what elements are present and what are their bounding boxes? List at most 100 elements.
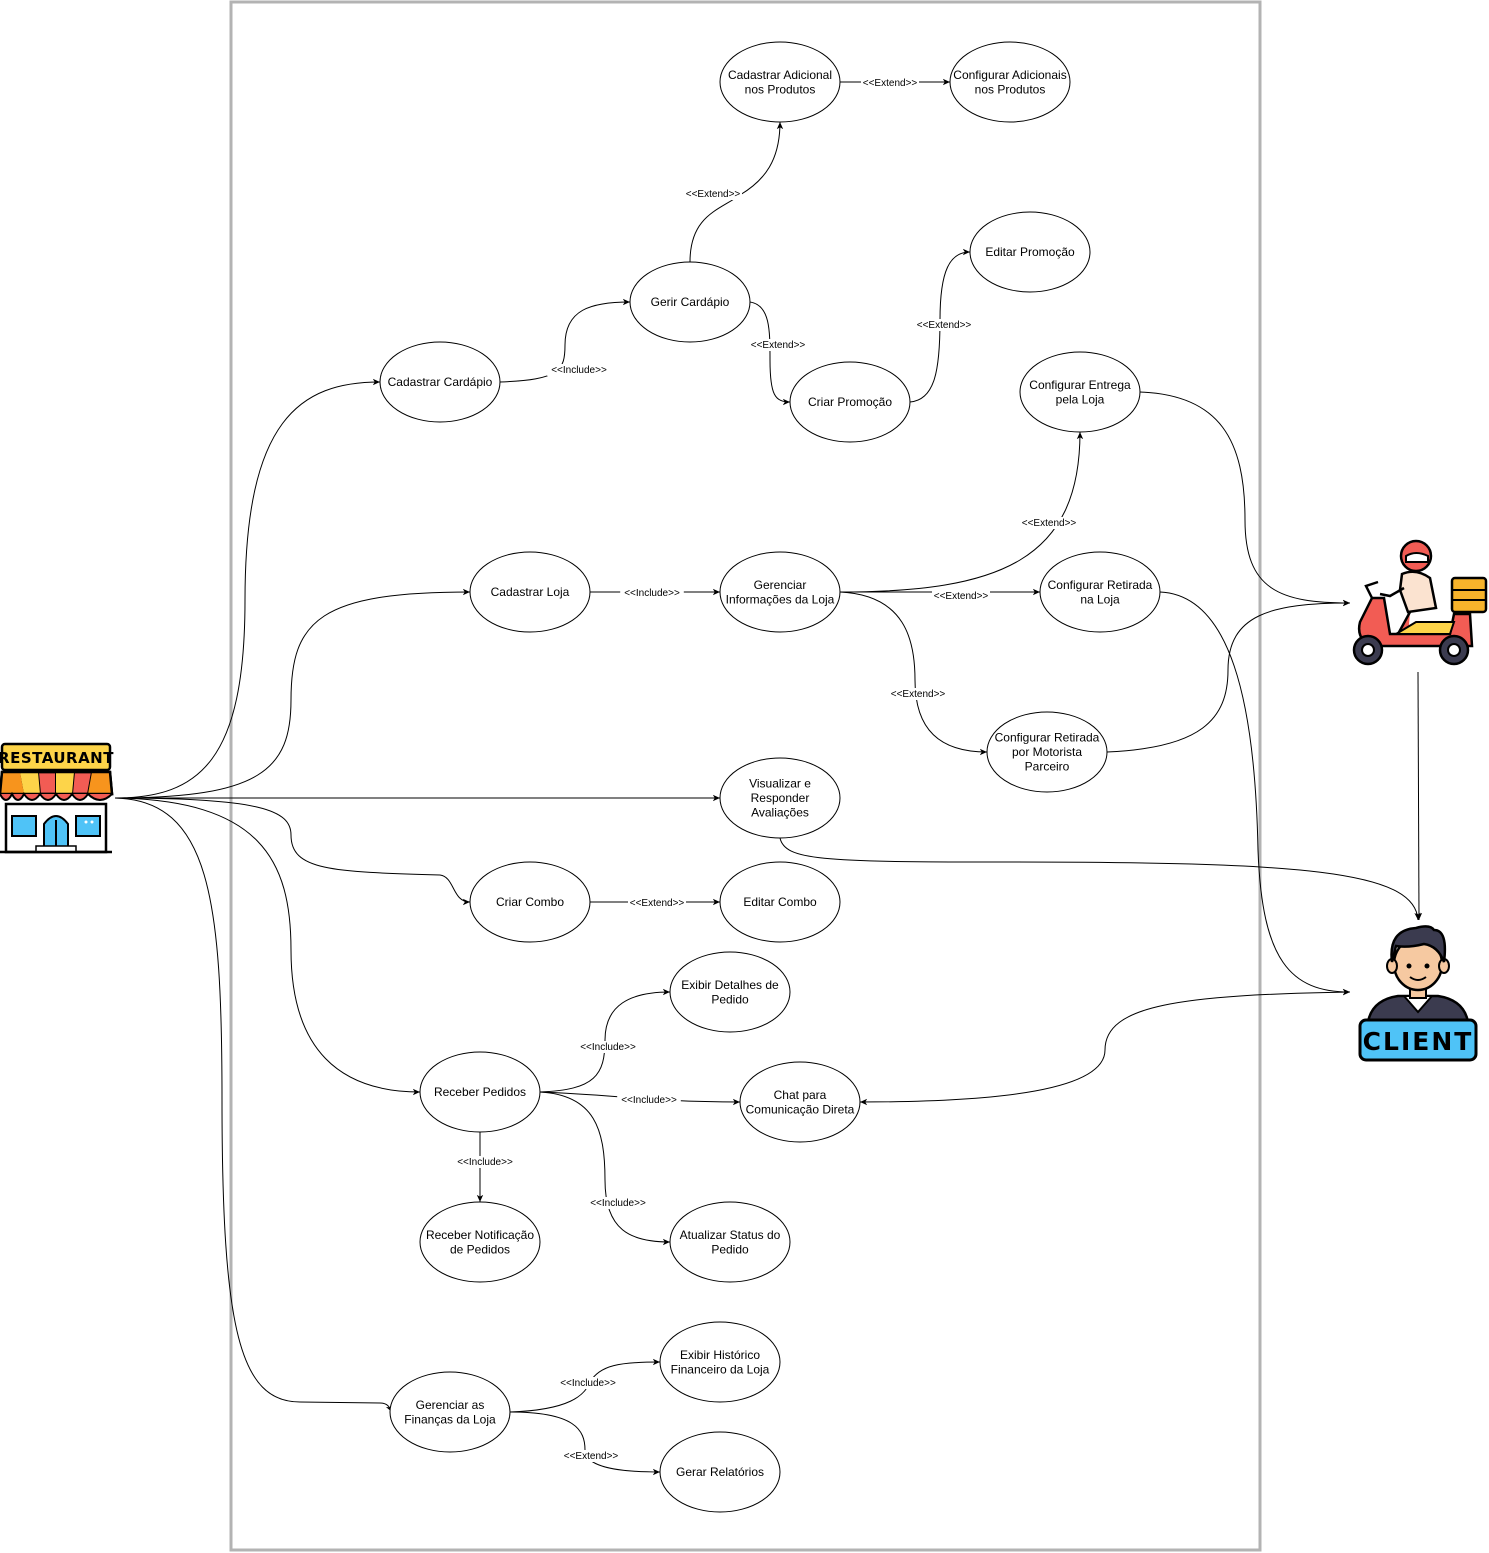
use-case-cad-cardapio[interactable]: Cadastrar Cardápio <box>379 341 501 423</box>
edge-label-extend: <<Extend>> <box>562 1450 620 1462</box>
use-case-ellipse <box>739 1061 861 1143</box>
edge-label-background <box>932 590 990 602</box>
use-case-label: Avaliações <box>751 806 809 820</box>
edge-label-text: <<Extend>> <box>863 78 918 89</box>
use-case-label: Comunicação Direta <box>746 1102 855 1116</box>
use-case-label: Gerenciar as <box>416 1398 485 1412</box>
edge-label-background <box>628 897 686 909</box>
edge-label-text: <<Extend>> <box>751 340 806 351</box>
edge-label-include: <<Include>> <box>620 587 684 599</box>
edge-label-text: <<Include>> <box>590 1198 646 1209</box>
use-case-ellipse <box>719 861 841 943</box>
use-case-label: Exibir Histórico <box>680 1348 760 1362</box>
edge-label-text: <<Include>> <box>457 1157 513 1168</box>
edge-label-text: <<Extend>> <box>891 689 946 700</box>
use-case-ellipse <box>659 1321 781 1403</box>
use-case-label: Receber Notificação <box>426 1228 534 1242</box>
edge-label-include: <<Include>> <box>586 1197 650 1209</box>
use-case-ellipse <box>629 261 751 343</box>
use-case-label: Parceiro <box>1025 760 1070 774</box>
use-case-label: Editar Combo <box>743 895 817 909</box>
use-case-label: Criar Combo <box>496 895 564 909</box>
edge-label-text: <<Extend>> <box>630 898 685 909</box>
edge-label-background <box>547 364 611 376</box>
restaurant-icon <box>0 742 114 854</box>
edge-label-background <box>556 1377 620 1389</box>
edge-label-text: <<Extend>> <box>564 1451 619 1462</box>
use-case-label: Atualizar Status do <box>680 1228 781 1242</box>
use-case-ellipse <box>669 1201 791 1283</box>
edge-label-text: <<Include>> <box>580 1042 636 1053</box>
use-case-ellipse <box>419 1051 541 1133</box>
edge-restaurant-criar-combo <box>114 797 471 906</box>
use-case-ellipse <box>389 1371 511 1453</box>
edge-restaurant-gerenciar-financas <box>114 797 393 1413</box>
edge-label-text: <<Extend>> <box>934 591 989 602</box>
use-case-gerir-cardapio[interactable]: Gerir Cardápio <box>629 261 751 343</box>
use-case-label: Pedido <box>711 1242 749 1256</box>
use-case-ellipse <box>719 41 841 123</box>
edge-label-extend: <<Extend>> <box>749 339 807 351</box>
use-case-editar-combo[interactable]: Editar Combo <box>719 861 841 943</box>
client-icon <box>1358 925 1478 1062</box>
edge-label-background <box>889 688 947 700</box>
use-case-label: Visualizar e <box>749 777 811 791</box>
client-actor[interactable]: CLIENT <box>1358 925 1478 1062</box>
edge-label-include: <<Include>> <box>576 1041 640 1053</box>
use-case-label: Editar Promoção <box>985 245 1075 259</box>
edge-label-background <box>562 1450 620 1462</box>
use-case-editar-promocao[interactable]: Editar Promoção <box>969 211 1091 293</box>
edge-label-text: <<Include>> <box>624 588 680 599</box>
use-case-label: Gerir Cardápio <box>651 295 730 309</box>
use-case-ellipse <box>1019 351 1141 433</box>
edge-pedidos-atualizar-status <box>539 1091 671 1246</box>
edge-client-chat <box>859 988 1351 1106</box>
edge-financas-relatorios <box>509 1411 661 1476</box>
use-case-label: Cadastrar Loja <box>491 585 570 599</box>
edge-delivery-client <box>1415 671 1423 921</box>
use-case-ellipse <box>419 1201 541 1283</box>
use-case-criar-promocao[interactable]: Criar Promoção <box>789 361 911 443</box>
use-case-label: Finanças da Loja <box>404 1412 496 1426</box>
use-case-ellipse <box>469 551 591 633</box>
use-case-ellipse <box>969 211 1091 293</box>
use-case-label: Configurar Retirada <box>995 731 1100 745</box>
use-case-criar-combo[interactable]: Criar Combo <box>469 861 591 943</box>
edge-restaurant-receber-pedidos <box>114 797 421 1096</box>
edge-retirada-client <box>1159 591 1351 996</box>
use-case-gerar-relatorios[interactable]: Gerar Relatórios <box>659 1431 781 1513</box>
use-case-cad-loja[interactable]: Cadastrar Loja <box>469 551 591 633</box>
edge-info-configurar-entrega <box>839 431 1084 593</box>
use-case-ellipse <box>719 551 841 633</box>
edge-info-configurar-motorista <box>839 591 988 756</box>
edge-gerir-criar-promocao <box>749 301 791 406</box>
edge-label-background <box>1020 517 1078 529</box>
edge-label-text: <<Extend>> <box>686 189 741 200</box>
use-case-label: Configurar Entrega <box>1029 378 1131 392</box>
use-case-receber-pedidos[interactable]: Receber Pedidos <box>419 1051 541 1133</box>
edge-label-background <box>586 1197 650 1209</box>
edge-label-extend: <<Extend>> <box>684 188 742 200</box>
edge-label-text: <<Extend>> <box>917 320 972 331</box>
delivery-actor[interactable] <box>1352 539 1488 666</box>
edge-label-extend: <<Extend>> <box>915 319 973 331</box>
use-case-label: Receber Pedidos <box>434 1085 526 1099</box>
use-case-label: de Pedidos <box>450 1242 510 1256</box>
restaurant-actor[interactable]: RESTAURANT <box>0 742 114 854</box>
use-case-ellipse <box>719 757 841 839</box>
use-case-label: por Motorista <box>1012 745 1082 759</box>
edge-label-background <box>861 77 919 89</box>
